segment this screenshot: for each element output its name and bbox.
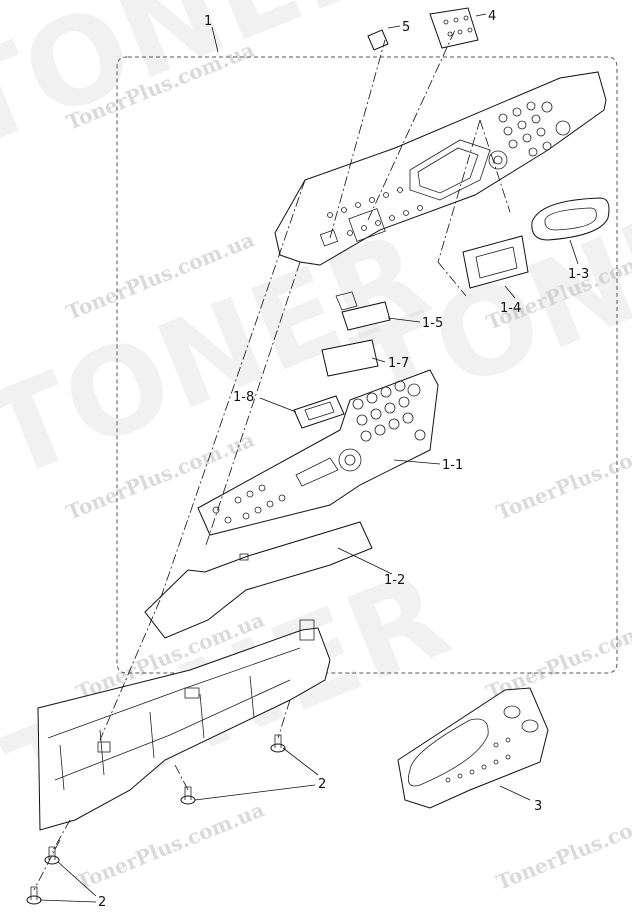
part-1-1-key-board bbox=[197, 369, 439, 536]
callout-1-2: 1-2 bbox=[384, 573, 405, 588]
assembly-lines bbox=[33, 29, 511, 891]
callout-3: 3 bbox=[534, 799, 542, 814]
base-frame bbox=[37, 619, 331, 831]
callout-1-7: 1-7 bbox=[388, 356, 409, 371]
callout-1-5: 1-5 bbox=[422, 316, 443, 331]
callout-1-1: 1-1 bbox=[442, 458, 463, 473]
callout-1-8: 1-8 bbox=[233, 390, 254, 405]
screw-3 bbox=[44, 846, 60, 865]
screw-1 bbox=[270, 734, 286, 753]
part-3-panel-cover-variant bbox=[397, 687, 549, 809]
part-1-2-shield-sheet bbox=[144, 521, 373, 639]
keypad-buttons bbox=[488, 101, 571, 170]
callout-2-lower: 2 bbox=[98, 895, 106, 910]
assembly-boundary bbox=[116, 56, 618, 674]
function-keys bbox=[327, 187, 423, 236]
watermark-site-9: TonerPlus.com.ua bbox=[493, 797, 632, 894]
key-tops bbox=[212, 380, 426, 524]
callout-labels: 1 4 5 1-3 1-4 1-5 1-7 1-8 1-1 1-2 2 2 3 bbox=[98, 9, 589, 910]
callout-5: 5 bbox=[402, 20, 410, 35]
part-1-4-window-frame bbox=[462, 235, 529, 289]
callout-1: 1 bbox=[204, 14, 212, 29]
part-1-5-cable-board bbox=[335, 291, 391, 331]
callout-4: 4 bbox=[488, 9, 496, 24]
part-1-3-window-frame bbox=[531, 197, 610, 241]
part-5-small-label bbox=[367, 29, 389, 51]
callout-1-3: 1-3 bbox=[568, 267, 589, 282]
callout-1-4: 1-4 bbox=[500, 301, 521, 316]
part-1-8-lcd-holder bbox=[293, 395, 345, 429]
part-1-7-plate bbox=[321, 339, 379, 377]
leader-lines bbox=[39, 13, 579, 903]
panel-cover bbox=[274, 71, 607, 266]
part-4-label-strip bbox=[429, 7, 479, 49]
watermark-site-7: TonerPlus.com.ua bbox=[493, 427, 632, 524]
callout-2-upper: 2 bbox=[318, 777, 326, 792]
